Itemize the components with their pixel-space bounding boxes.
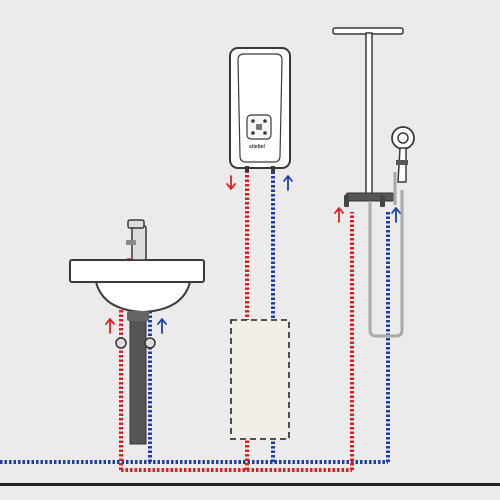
- concealed-installation-box: [230, 319, 290, 440]
- hand-shower-head: [391, 126, 415, 150]
- arrow-basin-cold-up: [157, 318, 167, 334]
- arrow-shower-hot-up: [334, 207, 344, 223]
- heater-outlet-stub: [245, 166, 249, 172]
- instantaneous-water-heater-icon: stiebel: [229, 47, 291, 172]
- heater-buttons: [251, 119, 267, 135]
- tap-lever: [126, 240, 136, 245]
- angle-valve-hot-icon: [115, 337, 127, 349]
- siphon-pipe: [129, 319, 147, 445]
- shower-hose: [368, 172, 404, 338]
- heater-button-4: [263, 131, 267, 135]
- hand-shower-icon: [391, 126, 415, 183]
- shower-thermostat-bar: [345, 192, 395, 202]
- concealed-box-fill: [231, 320, 289, 439]
- basin-rim: [69, 259, 205, 283]
- basin-mixer-tap-icon: [126, 219, 147, 261]
- angle-valve-cold-icon: [144, 337, 156, 349]
- cold-water-pipes: [0, 166, 390, 464]
- arrow-heater-outlet-down: [226, 175, 236, 190]
- siphon-cap: [127, 311, 149, 321]
- shower-rail-pole: [365, 32, 373, 198]
- angle-valves: [115, 337, 156, 349]
- heater-body: [229, 47, 291, 169]
- arrow-basin-hot-up: [105, 318, 115, 334]
- concealed-box-outline: [230, 319, 290, 440]
- heater-inlet-stub: [271, 166, 275, 172]
- hand-shower-holder: [396, 160, 408, 165]
- heater-button-2: [263, 119, 267, 123]
- heater-button-1: [251, 119, 255, 123]
- shower-rail-icon: [332, 27, 404, 207]
- arrow-heater-inlet-up: [283, 175, 293, 191]
- flow-arrows: [105, 175, 401, 334]
- heater-display: [256, 124, 262, 130]
- basin-icon: [69, 259, 205, 314]
- heater-button-3: [251, 131, 255, 135]
- siphon-trap-icon: [127, 311, 149, 445]
- heater-front-panel: [237, 53, 283, 163]
- heater-brand-logo: stiebel: [249, 144, 265, 150]
- floor-line: [0, 483, 500, 486]
- arrow-shower-cold-up: [391, 207, 401, 223]
- shower-thermostat-left-cap: [344, 195, 349, 207]
- basin-bowl: [94, 281, 192, 314]
- shower-thermostat-right-cap: [380, 195, 385, 207]
- hand-shower-face: [397, 132, 409, 144]
- tap-spout: [127, 219, 145, 229]
